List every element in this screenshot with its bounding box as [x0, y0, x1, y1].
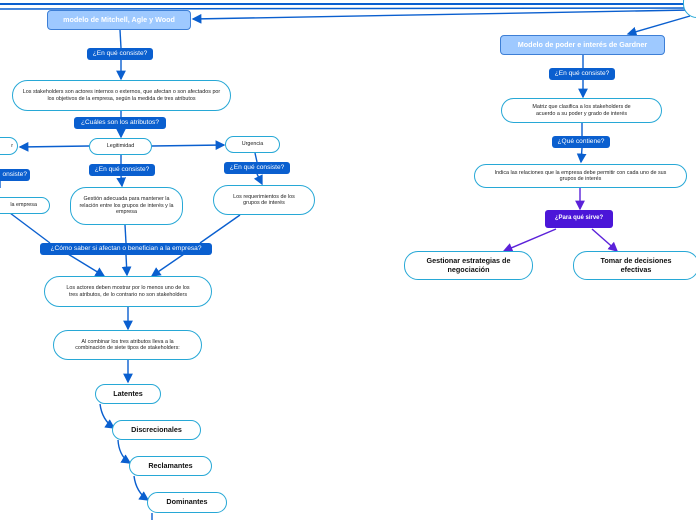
mitchell-model-title[interactable]: modelo de Mitchell, Agle y Wood	[47, 10, 191, 30]
question-contiene[interactable]: ¿Qué contiene?	[552, 136, 610, 148]
question-atributos[interactable]: ¿Cuáles son los atributos?	[74, 117, 166, 129]
question-como-saber[interactable]: ¿Cómo saber si afectan o benefician a la…	[40, 243, 212, 255]
question-consiste-poder[interactable]: onsiste?	[0, 169, 30, 181]
mitchell-model-title-text: modelo de Mitchell, Agle y Wood	[63, 14, 175, 24]
poder-description[interactable]: la empresa	[0, 197, 50, 214]
question-consiste-legitimidad[interactable]: ¿En qué consiste?	[89, 164, 155, 176]
question-consiste-right[interactable]: ¿En qué consiste?	[549, 68, 615, 80]
question-para-que-sirve[interactable]: ¿Para qué sirve?	[545, 210, 613, 228]
gardner-model-title-text: Modelo de poder e interés de Gardner	[517, 39, 648, 49]
attribute-legitimidad-node[interactable]: Legitimidad	[89, 138, 152, 155]
attribute-urgencia-node[interactable]: Urgencia	[225, 136, 280, 153]
gardner-model-title[interactable]: Modelo de poder e interés de Gardner	[500, 35, 665, 55]
stakeholders-definition[interactable]: Los stakeholders son actores internos o …	[12, 80, 231, 111]
use-tomar-decisiones[interactable]: Tomar de decisiones efectivas	[573, 251, 696, 280]
type-latentes[interactable]: Latentes	[95, 384, 161, 404]
attribute-poder-node[interactable]: r	[0, 137, 18, 155]
type-reclamantes[interactable]: Reclamantes	[129, 456, 212, 476]
urgencia-description[interactable]: Los requerimientos de los grupos de inte…	[213, 185, 315, 215]
question-consiste-left[interactable]: ¿En qué consiste?	[87, 48, 153, 60]
question-consiste-urgencia[interactable]: ¿En qué consiste?	[224, 162, 290, 174]
legitimidad-description[interactable]: Gestión adecuada para mantener la relaci…	[70, 187, 183, 225]
actors-rule[interactable]: Los actores deben mostrar por lo menos u…	[44, 276, 212, 307]
use-gestionar-estrategias[interactable]: Gestionar estrategias de negociación	[404, 251, 533, 280]
matrix-description[interactable]: Matriz que clasifica a los stakeholders …	[501, 98, 662, 123]
relations-description[interactable]: Indica las relaciones que la empresa deb…	[474, 164, 687, 188]
type-dominantes[interactable]: Dominantes	[147, 492, 227, 513]
combination-text[interactable]: Al combinar los tres atributos lleva a l…	[53, 330, 202, 360]
type-discrecionales[interactable]: Discrecionales	[112, 420, 201, 440]
